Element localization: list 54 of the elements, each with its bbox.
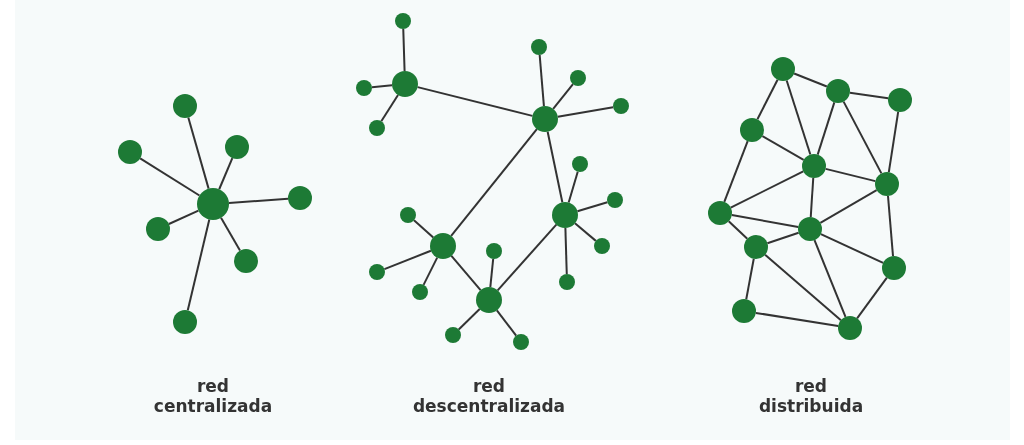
connector-line [489, 257, 495, 289]
connector-line [793, 72, 828, 88]
connector-line [824, 167, 877, 183]
connector-line [727, 220, 749, 240]
network-caption: red distribuida [758, 376, 864, 416]
connector-line [220, 216, 241, 252]
connector-line [848, 91, 890, 100]
connector-line [745, 257, 755, 301]
connector-line [383, 249, 432, 271]
network-caption: red descentralizada [412, 376, 566, 416]
connector-line [450, 254, 482, 292]
connector-line [538, 53, 545, 108]
connector-line [567, 170, 579, 204]
connector-line [187, 116, 210, 190]
connector-line [186, 218, 211, 312]
connector-line [546, 130, 564, 204]
connector-line [809, 177, 815, 218]
connector-line [887, 110, 900, 174]
connector-line [450, 128, 538, 237]
connector-line [167, 209, 200, 226]
connector-line [564, 227, 568, 275]
connector-line [576, 201, 609, 213]
connector-line [495, 309, 518, 337]
connector-line [766, 231, 800, 245]
connector-line [457, 308, 481, 331]
connector-line [370, 84, 394, 89]
connector-line [819, 189, 878, 224]
connector-line [816, 101, 836, 156]
connector-line [856, 276, 888, 320]
connector-line [573, 222, 597, 242]
connector-line [556, 106, 615, 118]
connector-line [887, 194, 894, 258]
connector-line [785, 79, 812, 156]
connector-line [842, 100, 883, 175]
connector-line [496, 223, 558, 292]
connector-line [402, 28, 406, 72]
connector-line [227, 197, 290, 204]
connector-line [729, 170, 805, 209]
connector-line [218, 157, 234, 191]
connector-line [380, 93, 399, 123]
connector-line [761, 135, 805, 161]
connector-line [552, 83, 574, 110]
connector-line [819, 233, 885, 264]
connector-line [730, 214, 800, 228]
connector-line [764, 253, 842, 322]
network-caption: red centralizada [153, 376, 273, 416]
connector-line [756, 78, 779, 121]
connector-line [413, 219, 435, 239]
connector-line [754, 311, 840, 328]
connector-line [416, 86, 534, 117]
connector-line [422, 256, 439, 286]
connector-line [723, 140, 749, 203]
connector-line [813, 239, 847, 318]
connector-line [139, 157, 201, 197]
